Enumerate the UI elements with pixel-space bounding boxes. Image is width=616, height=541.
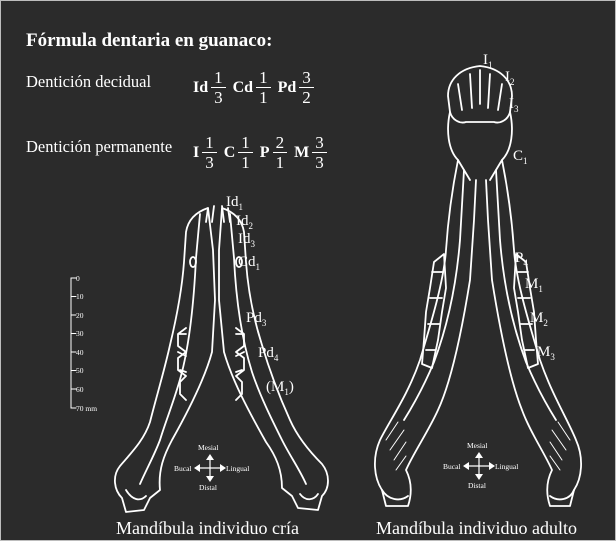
adult-right-condyle	[550, 490, 574, 499]
adult-mandible	[375, 66, 581, 506]
scale-tick-label: 50	[76, 366, 84, 375]
adult-right-ramus	[486, 160, 581, 506]
adult-left-condyle	[382, 490, 408, 499]
scale-tick-label: 30	[76, 329, 84, 338]
juvenile-caption: Mandíbula individuo cría	[116, 518, 299, 539]
compass-mesial: Mesial	[467, 441, 487, 450]
adult-tooth-label: M1	[525, 276, 543, 294]
juvenile-canine-left	[190, 257, 196, 267]
compass-lingual: Lingual	[495, 462, 518, 471]
juvenile-tooth-label: Id2	[236, 213, 253, 231]
scale-tick-label: 60	[76, 385, 84, 394]
scale-tick-label: 70 mm	[76, 404, 97, 413]
adult-tooth-label: I2	[505, 69, 515, 87]
compass-bucal: Bucal	[174, 464, 192, 473]
juvenile-tooth-label: (M1)	[266, 379, 294, 397]
adult-tooth-label: I3	[509, 96, 519, 114]
juvenile-tooth-label: Pd3	[246, 310, 266, 328]
adult-left-angle-texture	[386, 422, 406, 470]
compass-distal: Distal	[468, 481, 486, 490]
scale-tick-label: 40	[76, 348, 84, 357]
adult-tooth-label: M2	[530, 310, 548, 328]
adult-tooth-label: P4	[515, 250, 528, 268]
juvenile-tooth-label: Id3	[238, 231, 255, 249]
adult-right-inner	[496, 170, 556, 420]
adult-right-angle-texture	[550, 422, 570, 470]
juvenile-tooth-label: Cd1	[238, 254, 260, 272]
adult-tooth-label: C1	[513, 148, 528, 166]
compass-bucal: Bucal	[443, 462, 461, 471]
compass-arrows	[198, 458, 222, 478]
adult-caption: Mandíbula individuo adulto	[376, 518, 577, 539]
adult-compass	[463, 452, 495, 480]
compass-mesial: Mesial	[198, 443, 218, 452]
adult-left-inner	[404, 170, 464, 420]
juvenile-tooth-label: Pd4	[258, 345, 278, 363]
adult-tooth-label: I1	[483, 52, 493, 70]
compass-lingual: Lingual	[226, 464, 249, 473]
scale-tick-label: 20	[76, 311, 84, 320]
adult-tooth-label: M3	[537, 344, 555, 362]
juvenile-tooth-label: Id1	[226, 194, 243, 212]
juvenile-compass	[194, 454, 226, 482]
juvenile-right-condyle	[300, 494, 318, 499]
adult-incisors	[458, 70, 502, 110]
compass-distal: Distal	[199, 483, 217, 492]
juvenile-left-condyle	[126, 490, 146, 499]
scale-tick-label: 0	[76, 274, 80, 283]
compass-arrows	[467, 456, 491, 476]
scale-tick-label: 10	[76, 292, 84, 301]
